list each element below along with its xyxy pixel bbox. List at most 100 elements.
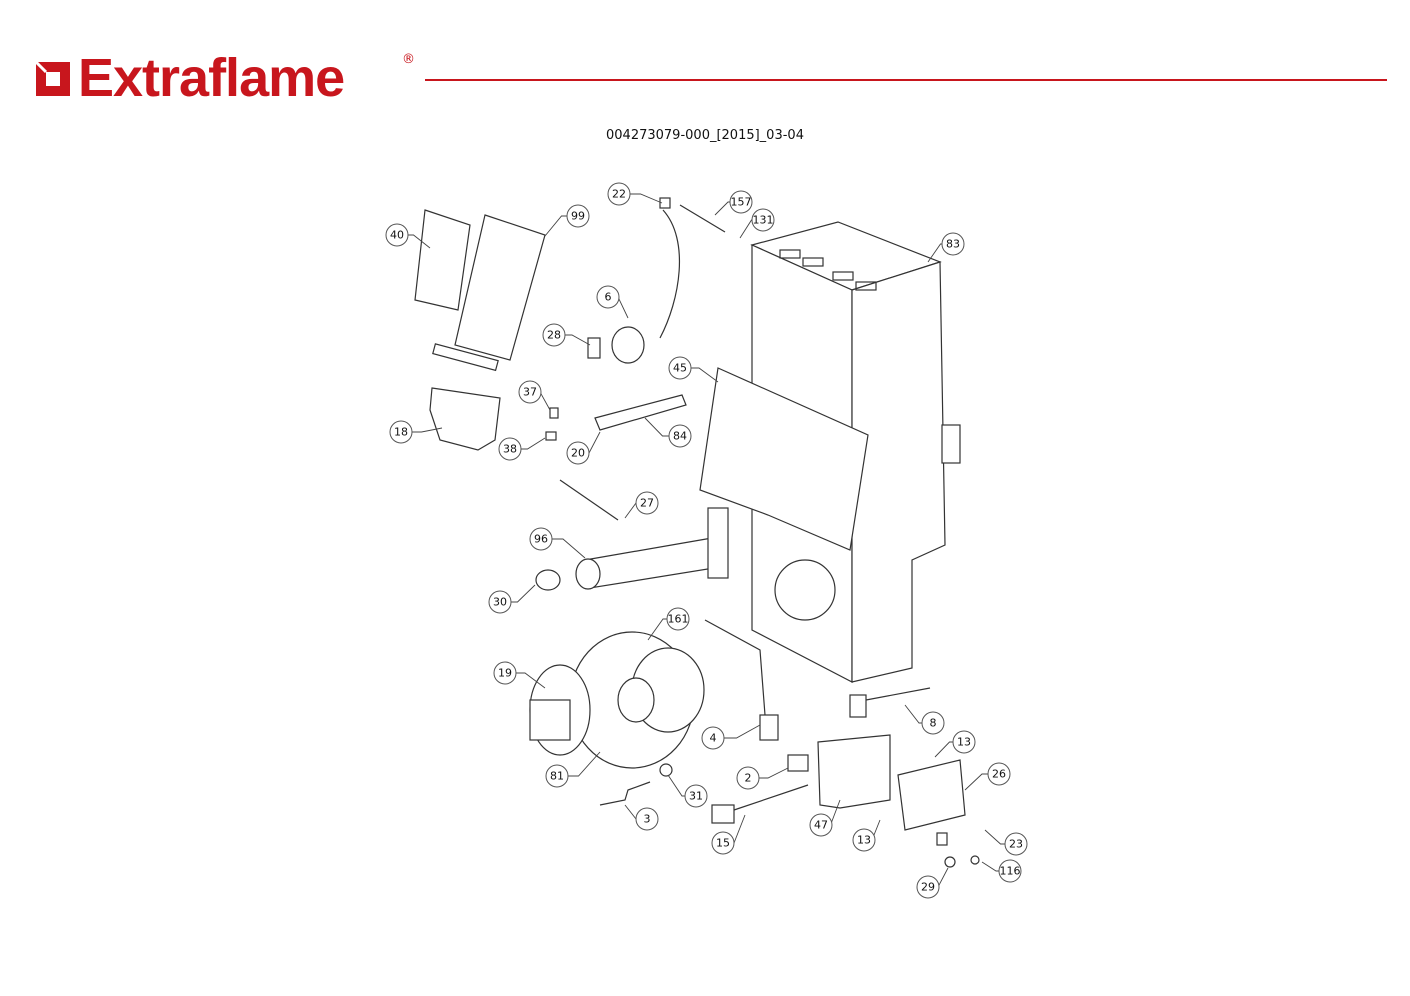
leader-line xyxy=(565,334,591,346)
leader-line xyxy=(644,417,669,437)
leader-line xyxy=(904,704,922,724)
callout-circle xyxy=(729,190,753,214)
callout-15: 15 xyxy=(711,814,746,855)
callout-96: 96 xyxy=(529,527,586,559)
part-auger-99 xyxy=(454,214,546,361)
callout-number: 30 xyxy=(493,596,507,609)
leader-line xyxy=(521,437,546,450)
callout-number: 131 xyxy=(753,214,774,227)
leader-line xyxy=(984,829,1005,845)
leader-line xyxy=(511,584,536,603)
callout-number: 116 xyxy=(1000,865,1021,878)
part-panel-45 xyxy=(699,367,869,551)
callout-number: 22 xyxy=(612,188,626,201)
callout-circle xyxy=(998,859,1022,883)
callout-45: 45 xyxy=(668,356,719,383)
leader-line xyxy=(934,741,953,758)
callout-circle xyxy=(668,424,692,448)
callout-20: 20 xyxy=(566,431,601,465)
callout-circle xyxy=(751,208,775,232)
leader-line xyxy=(630,193,663,204)
callout-circle xyxy=(1004,832,1028,856)
part-sensor-4 xyxy=(759,714,779,741)
callout-number: 2 xyxy=(745,772,752,785)
callout-number: 19 xyxy=(498,667,512,680)
callout-8: 8 xyxy=(904,704,945,735)
part-igniter-tube-84 xyxy=(594,394,687,431)
part-fan-81 xyxy=(529,631,705,769)
part-drawings xyxy=(414,197,980,868)
callout-27: 27 xyxy=(624,491,659,519)
callout-6: 6 xyxy=(596,285,629,319)
callout-number: 15 xyxy=(716,837,730,850)
callout-circle xyxy=(607,182,631,206)
callout-number: 26 xyxy=(992,768,1006,781)
callout-circle xyxy=(385,223,409,247)
leader-line xyxy=(937,867,949,888)
callout-23: 23 xyxy=(984,829,1028,856)
callout-circle xyxy=(666,607,690,631)
callout-circle xyxy=(635,491,659,515)
leader-line xyxy=(647,618,667,641)
leader-line xyxy=(539,391,551,411)
callout-19: 19 xyxy=(493,661,546,689)
callout-number: 81 xyxy=(550,770,564,783)
callout-circle xyxy=(566,441,590,465)
leader-line xyxy=(927,243,942,263)
callout-circle xyxy=(635,807,659,831)
callout-number: 99 xyxy=(571,210,585,223)
part-pressure-switch-6 xyxy=(611,326,645,364)
callout-circle xyxy=(684,784,708,808)
callout-circle xyxy=(711,831,735,855)
callout-circle xyxy=(809,813,833,837)
callout-40: 40 xyxy=(385,223,431,249)
leader-line xyxy=(733,814,746,844)
callout-circle xyxy=(542,323,566,347)
callout-circle xyxy=(389,420,413,444)
callout-circle xyxy=(987,762,1011,786)
brand-logo-mark-icon xyxy=(34,60,70,96)
callout-number: 27 xyxy=(640,497,654,510)
brand-logo: Extraflame ® xyxy=(34,48,415,108)
leader-line xyxy=(588,431,601,454)
callout-81: 81 xyxy=(545,751,601,788)
callout-circle xyxy=(545,764,569,788)
callout-37: 37 xyxy=(518,380,551,411)
leader-line xyxy=(964,773,988,791)
callout-18: 18 xyxy=(389,420,443,444)
callout-number: 161 xyxy=(668,613,689,626)
callout-number: 6 xyxy=(605,291,612,304)
callout-number: 13 xyxy=(957,736,971,749)
callout-2: 2 xyxy=(736,766,789,790)
callout-31: 31 xyxy=(667,774,708,808)
callout-circle xyxy=(596,285,620,309)
part-harness-15 xyxy=(711,804,735,824)
part-ring-30 xyxy=(535,569,561,591)
leader-line xyxy=(667,774,685,797)
leader-line xyxy=(759,767,789,779)
callout-28: 28 xyxy=(542,323,591,347)
brand-name: Extraflame xyxy=(78,48,345,108)
leader-line xyxy=(412,427,443,433)
callout-number: 31 xyxy=(689,790,703,803)
leader-line xyxy=(408,234,431,249)
callout-number: 4 xyxy=(710,732,717,745)
callout-circle xyxy=(852,828,876,852)
leader-line xyxy=(552,538,586,559)
leader-line xyxy=(568,751,601,777)
callout-circle xyxy=(921,711,945,735)
callout-circle xyxy=(941,232,965,256)
part-board-26 xyxy=(897,759,966,831)
leader-line xyxy=(544,215,567,237)
part-pipe-96 xyxy=(559,479,729,590)
part-heater-8 xyxy=(849,694,867,718)
callout-number: 38 xyxy=(503,443,517,456)
leader-line xyxy=(691,367,719,383)
callout-circle xyxy=(518,380,542,404)
document-code: 004273079-000_[2015]_03-04 xyxy=(606,128,804,143)
callout-number: 45 xyxy=(673,362,687,375)
callout-number: 96 xyxy=(534,533,548,546)
leader-line xyxy=(724,724,761,739)
callout-29: 29 xyxy=(916,867,949,899)
